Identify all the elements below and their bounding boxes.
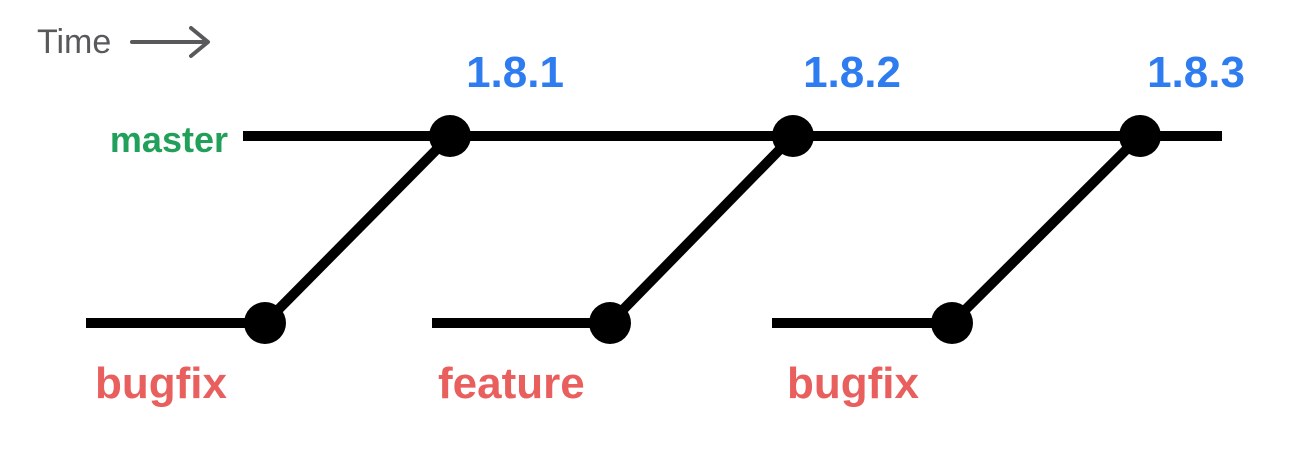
release-tag-1: 1.8.1 [466, 48, 564, 97]
release-tag-3: 1.8.3 [1147, 48, 1245, 97]
merge-line-feature [606, 132, 797, 327]
branch-label-bugfix-2: bugfix [787, 359, 920, 408]
time-indicator: Time [37, 23, 210, 61]
commit-dot-release-3 [1119, 115, 1161, 157]
merge-line-bugfix-2 [948, 132, 1144, 327]
commit-dot-feature [589, 302, 631, 344]
merge-line-bugfix-1 [261, 132, 454, 327]
time-label: Time [37, 23, 111, 61]
master-branch-label: master [110, 119, 228, 160]
commit-dot-release-2 [772, 115, 814, 157]
commit-dot-release-1 [429, 115, 471, 157]
commit-dot-bugfix-2 [931, 302, 973, 344]
commit-dot-bugfix-1 [244, 302, 286, 344]
release-tag-2: 1.8.2 [803, 48, 901, 97]
right-arrow-icon [130, 26, 210, 58]
branch-label-bugfix-1: bugfix [95, 359, 228, 408]
branch-label-feature: feature [438, 359, 585, 408]
